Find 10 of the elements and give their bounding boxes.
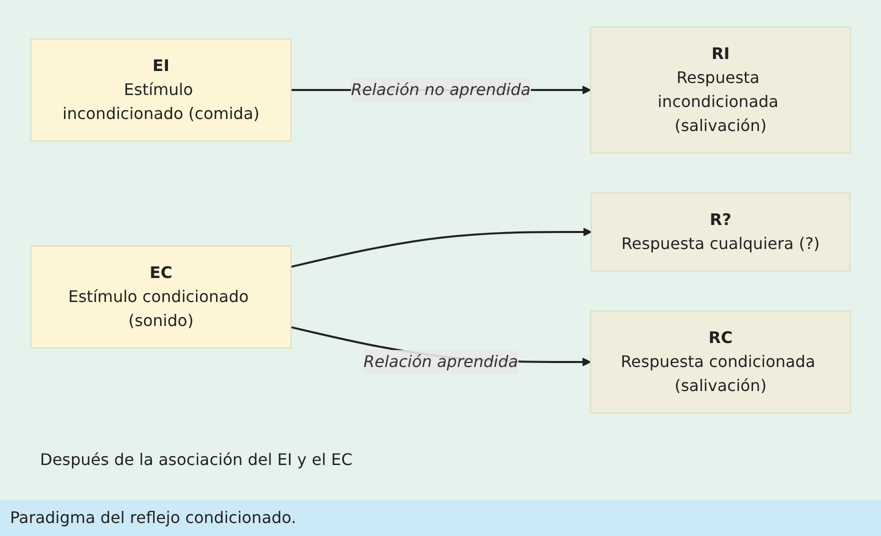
arrow — [290, 228, 592, 268]
node-box: RI Respuesta incondicionada (salivación) — [590, 26, 851, 154]
note-text: Después de la asociación del EI y el EC — [40, 450, 352, 469]
edge-label: Relación aprendida — [363, 352, 518, 371]
caption: Paradigma del reflejo condicionado. — [0, 500, 881, 536]
node-box: RC Respuesta condicionada (salivación) — [590, 310, 851, 414]
node-box: R? Respuesta cualquiera (?) — [590, 192, 850, 272]
edge-label: Relación no aprendida — [350, 80, 530, 99]
node-box: EI Estímulo incondicionado (comida) — [30, 38, 292, 142]
node-box: EC Estímulo condicionado (sonido) — [30, 246, 292, 348]
